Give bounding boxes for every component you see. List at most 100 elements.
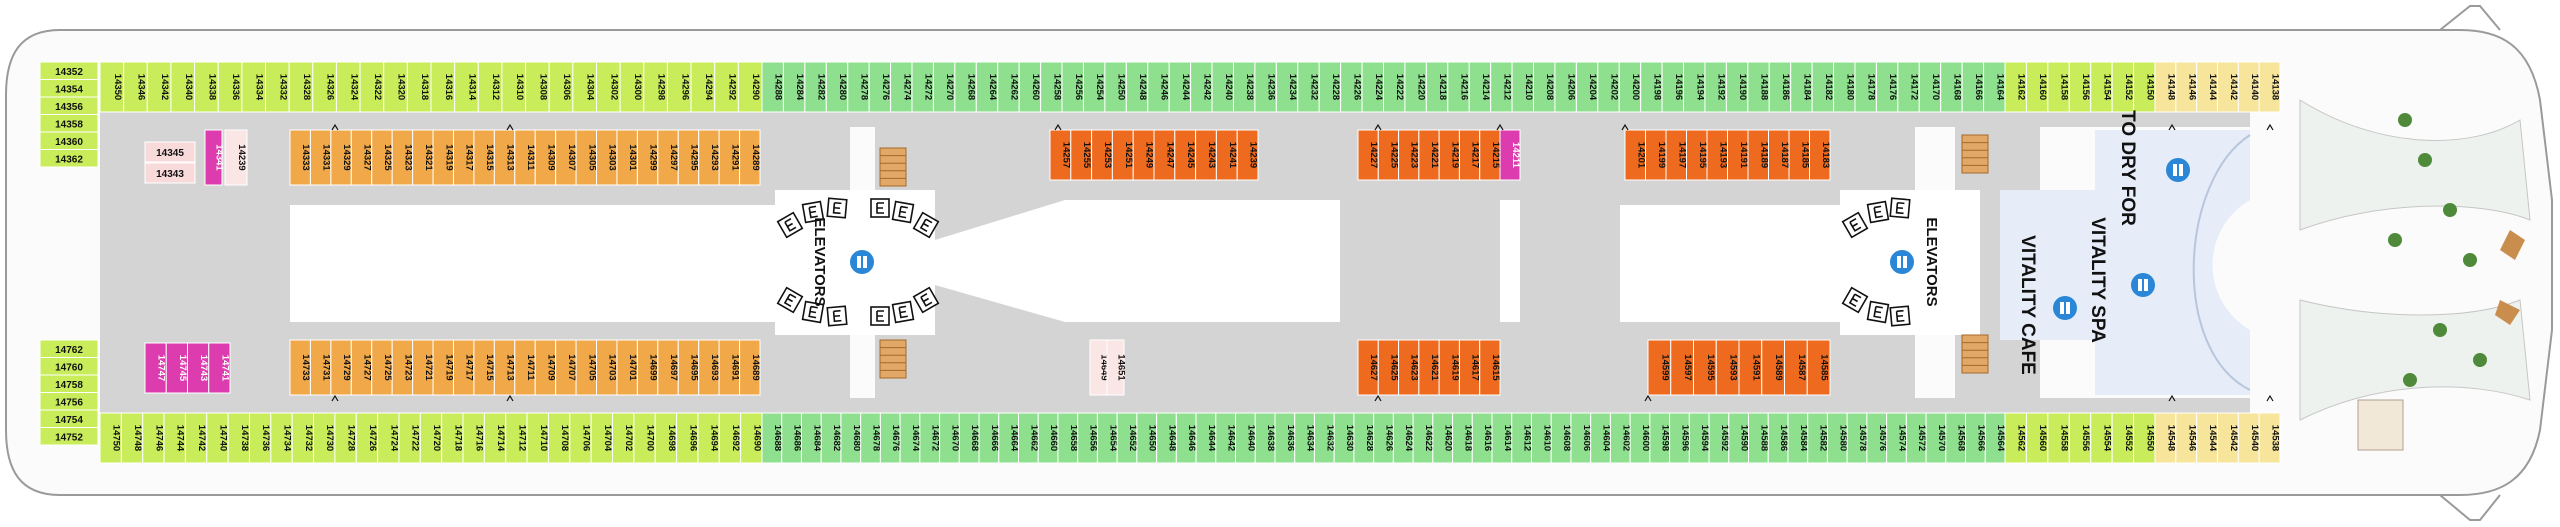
cabin-outer-bottom[interactable]: 14618 [1452, 412, 1474, 464]
cabin-outer-top[interactable]: 14154 [2090, 61, 2113, 113]
cabin-outer-bottom[interactable]: 14586 [1767, 412, 1789, 464]
cabin-outer-bottom[interactable]: 14636 [1274, 412, 1296, 464]
cabin-outer-bottom[interactable]: 14568 [1945, 412, 1967, 464]
cabin-inner-top[interactable]: 14255 [1070, 129, 1092, 181]
cabin-outer-top[interactable]: 14182 [1811, 61, 1835, 113]
cabin-accessible[interactable]: 14743 [187, 342, 210, 394]
cabin-outer-top[interactable]: 14188 [1747, 61, 1770, 113]
cabin-outer-bottom[interactable]: 14644 [1195, 412, 1217, 464]
cabin-outer-bottom[interactable]: 14562 [2004, 412, 2027, 464]
cabin-outer-top[interactable]: 14244 [1168, 61, 1192, 113]
cabin-outer-bottom[interactable]: 14698 [654, 412, 678, 464]
cabin-inner-bottom[interactable]: 14721 [412, 339, 434, 396]
cabin-outer-top[interactable]: 14328 [288, 61, 314, 113]
cabin-outer-top[interactable]: 14216 [1447, 61, 1470, 113]
cabin-outer-top[interactable]: 14312 [477, 61, 503, 113]
cabin-outer-top[interactable]: 14346 [123, 61, 148, 113]
cabin-outer-bottom[interactable]: 14598 [1649, 412, 1671, 464]
cabin-left-bottom[interactable]: 14754 [39, 409, 99, 428]
cabin-inner-top[interactable]: 14243 [1195, 129, 1217, 181]
cabin-outer-bottom[interactable]: 14548 [2154, 412, 2176, 464]
cabin-outer-bottom[interactable]: 14584 [1787, 412, 1809, 464]
cabin-outer-top[interactable]: 14160 [2025, 61, 2049, 113]
cabin-outer-bottom[interactable]: 14592 [1708, 412, 1730, 464]
cabin-left-bottom[interactable]: 14756 [39, 392, 99, 411]
cabin-outer-top[interactable]: 14208 [1533, 61, 1556, 113]
cabin-inner-top[interactable]: 14289 [739, 129, 761, 186]
cabin-outer-bottom[interactable]: 14582 [1807, 412, 1829, 464]
cabin-outer-top[interactable]: 14222 [1383, 61, 1406, 113]
cabin-outer-top[interactable]: 14248 [1125, 61, 1149, 113]
cabin-outer-top[interactable]: 14146 [2175, 61, 2197, 113]
cabin-outer-bottom[interactable]: 14738 [227, 412, 250, 464]
cabin-inner-top[interactable]: 14291 [718, 129, 740, 186]
cabin-outer-bottom[interactable]: 14634 [1294, 412, 1316, 464]
cabin-outer-top[interactable]: 14270 [932, 61, 956, 113]
cabin-outer-bottom[interactable]: 14730 [313, 412, 336, 464]
cabin-outer-top[interactable]: 14278 [847, 61, 870, 113]
cabin-pink[interactable]: 14239 [224, 129, 248, 186]
cabin-inner-bottom[interactable]: 14689 [739, 339, 761, 396]
cabin-inner-top[interactable]: 14311 [514, 129, 536, 186]
cabin-inner-bottom[interactable]: 14701 [616, 339, 638, 396]
cabin-inner-bottom[interactable]: 14733 [289, 339, 311, 396]
cabin-outer-top[interactable]: 14150 [2133, 61, 2156, 113]
cabin-inner-bottom[interactable]: 14695 [677, 339, 699, 396]
cabin-left-bottom[interactable]: 14752 [39, 427, 99, 446]
cabin-outer-top[interactable]: 14158 [2047, 61, 2070, 113]
cabin-outer-bottom[interactable]: 14732 [291, 412, 315, 464]
cabin-outer-top[interactable]: 14224 [1361, 61, 1385, 113]
cabin-inner-bottom[interactable]: 14597 [1670, 339, 1694, 396]
cabin-outer-bottom[interactable]: 14692 [718, 412, 742, 464]
cabin-outer-bottom[interactable]: 14612 [1511, 412, 1533, 464]
cabin-outer-top[interactable]: 14152 [2111, 61, 2135, 113]
cabin-outer-top[interactable]: 14254 [1082, 61, 1106, 113]
cabin-inner-bottom[interactable]: 14625 [1377, 339, 1399, 396]
cabin-inner-bottom[interactable]: 14723 [391, 339, 413, 396]
cabin-outer-top[interactable]: 14274 [890, 61, 913, 113]
cabin-outer-bottom[interactable]: 14628 [1353, 412, 1375, 464]
cabin-inner-bottom[interactable]: 14619 [1438, 339, 1460, 396]
cabin-outer-bottom[interactable]: 14744 [163, 412, 186, 464]
cabin-outer-bottom[interactable]: 14740 [206, 412, 229, 464]
cabin-inner-bottom[interactable]: 14711 [514, 339, 536, 396]
cabin-outer-bottom[interactable]: 14724 [377, 412, 400, 464]
cabin-inner-top[interactable]: 14185 [1788, 129, 1810, 181]
cabin-inner-bottom[interactable]: 14713 [493, 339, 516, 396]
cabin-outer-bottom[interactable]: 14734 [270, 412, 293, 464]
cabin-outer-bottom[interactable]: 14604 [1590, 412, 1612, 464]
cabin-inner-top[interactable]: 14321 [412, 129, 434, 186]
cabin-outer-bottom[interactable]: 14746 [142, 412, 165, 464]
cabin-inner-bottom[interactable]: 14593 [1715, 339, 1740, 396]
cabin-inner-top[interactable]: 14191 [1727, 129, 1749, 181]
cabin-inner-top[interactable]: 14313 [493, 129, 516, 186]
cabin-outer-bottom[interactable]: 14642 [1215, 412, 1237, 464]
cabin-outer-bottom[interactable]: 14674 [899, 412, 921, 464]
cabin-inner-top[interactable]: 14253 [1091, 129, 1113, 181]
cabin-inner-top[interactable]: 14249 [1132, 129, 1155, 181]
cabin-outer-bottom[interactable]: 14590 [1728, 412, 1750, 464]
cabin-outer-top[interactable]: 14298 [643, 61, 668, 113]
cabin-left-top[interactable]: 14356 [39, 96, 99, 115]
cabin-inner-top[interactable]: 14219 [1438, 129, 1460, 181]
cabin-outer-bottom[interactable]: 14696 [676, 412, 699, 464]
cabin-inner-top[interactable]: 14183 [1809, 129, 1831, 181]
cabin-outer-bottom[interactable]: 14626 [1373, 412, 1395, 464]
cabin-outer-bottom[interactable]: 14678 [860, 412, 882, 464]
cabin-outer-bottom[interactable]: 14742 [184, 412, 208, 464]
cabin-outer-bottom[interactable]: 14706 [569, 412, 592, 464]
cabin-outer-top[interactable]: 14290 [737, 61, 763, 113]
cabin-outer-bottom[interactable]: 14690 [740, 412, 763, 464]
cabin-accessible[interactable]: 14341 [204, 129, 225, 186]
cabin-outer-top[interactable]: 14288 [761, 61, 784, 113]
cabin-outer-bottom[interactable]: 14610 [1530, 412, 1552, 464]
cabin-inner-top[interactable]: 14293 [698, 129, 720, 186]
cabin-outer-bottom[interactable]: 14668 [958, 412, 980, 464]
cabin-outer-top[interactable]: 14322 [359, 61, 385, 113]
cabin-outer-bottom[interactable]: 14722 [398, 412, 421, 464]
cabin-accessible[interactable]: 14741 [208, 342, 231, 394]
cabin-inner-bottom[interactable]: 14623 [1398, 339, 1420, 396]
cabin-outer-bottom[interactable]: 14596 [1669, 412, 1691, 464]
cabin-outer-bottom[interactable]: 14702 [612, 412, 635, 464]
cabin-left-top[interactable]: 14358 [39, 114, 99, 133]
